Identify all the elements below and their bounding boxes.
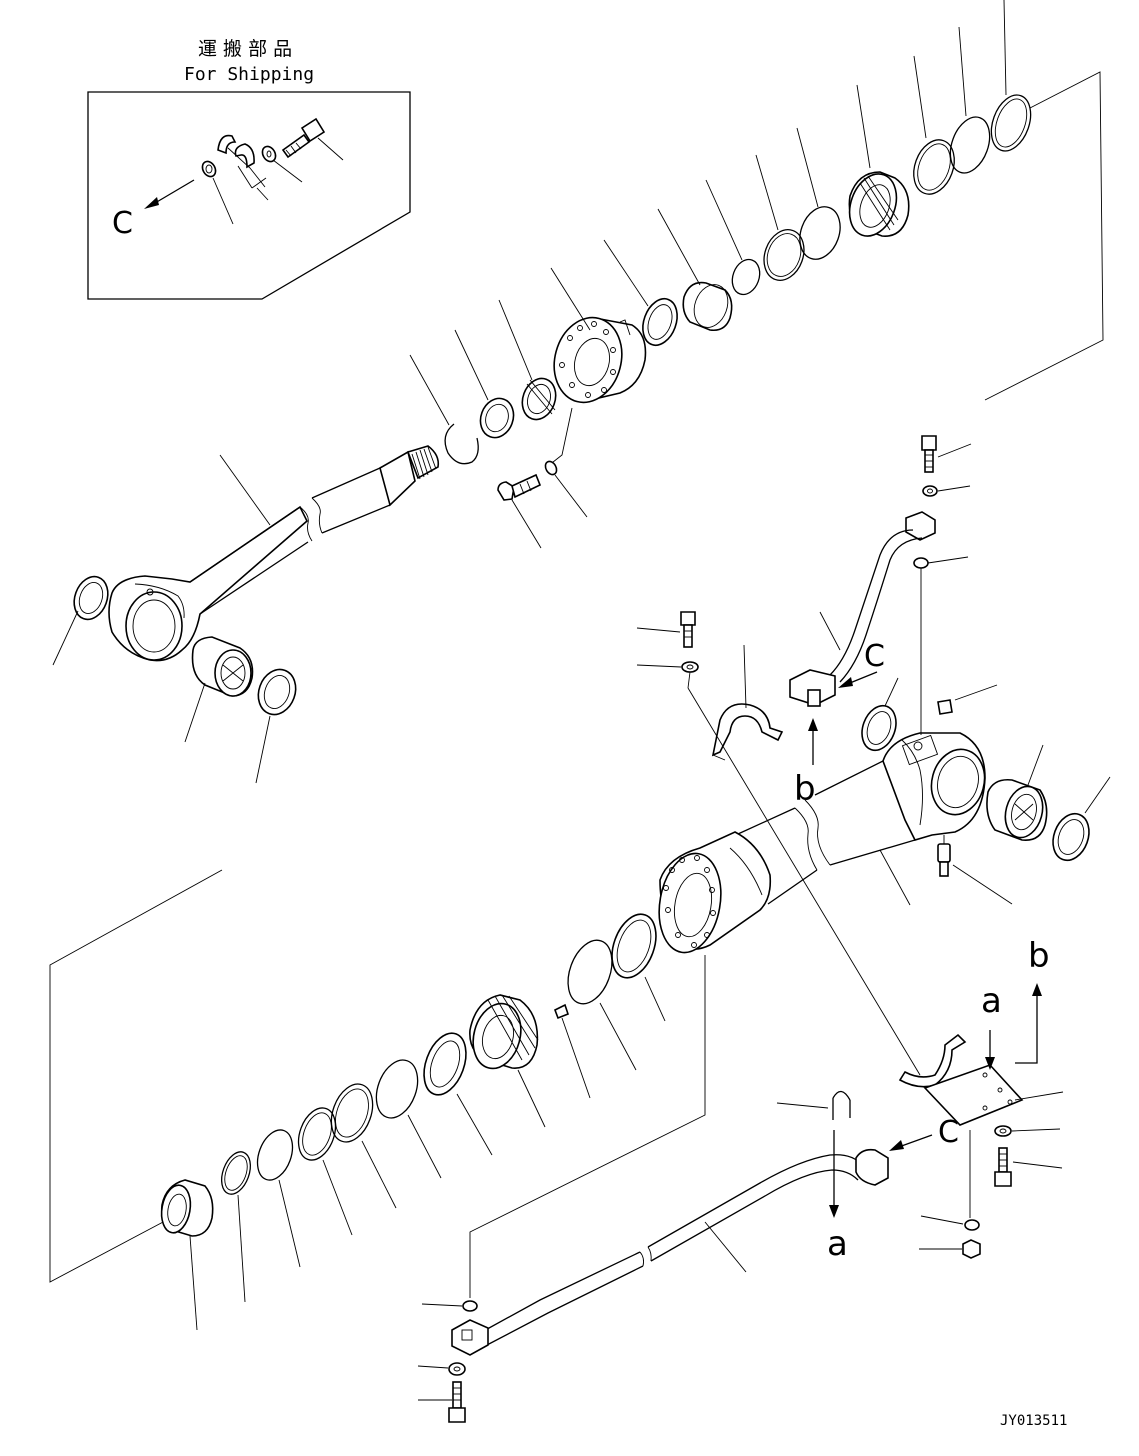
- nut-washer: [964, 1219, 980, 1231]
- plug: [937, 699, 953, 715]
- shipping-bolt: [281, 117, 326, 159]
- pipe-o-ring-lower: [462, 1300, 478, 1312]
- bracket-plate: [923, 1064, 1024, 1126]
- cushion-ring-2: [611, 913, 657, 979]
- callout-b-upper: b: [794, 718, 818, 809]
- tube-bushing: [986, 778, 1048, 842]
- cushion-ring-1: [567, 939, 613, 1005]
- piston-ring: [990, 94, 1032, 152]
- pipe-washer-lower: [448, 1362, 466, 1376]
- head-bolt: [497, 473, 542, 501]
- snap-ring-small: [731, 258, 761, 296]
- pipe-clamp-upper: [711, 703, 784, 761]
- svg-text:C: C: [864, 639, 885, 674]
- svg-text:a: a: [981, 981, 1002, 1021]
- svg-text:b: b: [1028, 936, 1050, 976]
- lower-pipe: [451, 1148, 889, 1356]
- shipping-title-jp: 運 搬 部 品: [198, 38, 292, 60]
- piston-ring-lower: [423, 1032, 467, 1096]
- cylinder-head: [553, 316, 647, 404]
- pipe-clamp-lower: [898, 1033, 967, 1088]
- shipping-split-collar: [217, 134, 267, 189]
- o-ring-1: [763, 229, 805, 281]
- snap-ring: [444, 423, 479, 465]
- piston: [848, 171, 910, 237]
- bushing-ring: [642, 297, 678, 347]
- piston-wear-ring-1: [330, 1083, 374, 1143]
- rod-dust-seal-left: [73, 575, 109, 621]
- shipping-parts-box: 運 搬 部 品 For Shipping: [87, 38, 411, 300]
- shipping-o-ring: [201, 160, 217, 178]
- callout-a-lower: a: [827, 1130, 848, 1264]
- clamp-bolt: [680, 611, 696, 648]
- shipping-box-outline: [87, 91, 411, 300]
- drawing-code: JY013511: [1000, 1413, 1067, 1429]
- tube-dust-seal-left: [861, 704, 897, 752]
- pipe-washer-upper: [922, 485, 938, 497]
- assembly-bracket-upper: [984, 71, 1104, 401]
- o-ring-2: [799, 206, 841, 260]
- pipe-o-ring-upper: [913, 557, 929, 569]
- wear-ring-1: [913, 139, 955, 195]
- svg-text:b: b: [794, 769, 816, 809]
- piston-seal-ring-2: [256, 1129, 294, 1181]
- callout-a-upper: a: [981, 981, 1002, 1070]
- piston-seal-ring-3: [297, 1107, 337, 1161]
- u-bolt: [832, 1090, 851, 1120]
- piston-wear-ring-2: [375, 1059, 419, 1119]
- piston-nut: [160, 1179, 214, 1237]
- upper-pipe: [789, 511, 936, 707]
- svg-text:C: C: [938, 1115, 959, 1150]
- pipe-bolt-lower: [448, 1381, 466, 1423]
- svg-text:a: a: [827, 1224, 848, 1264]
- plate-bolt: [994, 1147, 1012, 1187]
- set-screw: [553, 1003, 569, 1020]
- assembly-bracket-lower: [49, 869, 223, 1283]
- piston-rod: [108, 445, 440, 662]
- shipping-title-en: For Shipping: [184, 64, 314, 85]
- callout-c-lower: C: [889, 1115, 959, 1151]
- clamp-washer: [681, 661, 699, 673]
- callout-b-lower: b: [1015, 936, 1050, 1064]
- svg-text:C: C: [112, 206, 133, 241]
- grease-fitting: [937, 835, 951, 877]
- cylinder-tube: [658, 732, 986, 954]
- plate-nut: [962, 1239, 981, 1259]
- shipping-washer: [261, 145, 277, 163]
- piston-lower: [469, 994, 539, 1070]
- callout-c-upper: C: [838, 639, 885, 688]
- piston-seal-ring-1: [221, 1151, 251, 1195]
- plate-washer: [994, 1125, 1012, 1137]
- head-washer: [544, 460, 558, 476]
- rod-dust-seal-right: [257, 668, 297, 716]
- buffer-ring: [479, 397, 515, 439]
- pipe-bolt-upper: [921, 435, 937, 473]
- shipping-callout-c: C: [112, 179, 195, 241]
- wear-ring-2: [949, 116, 991, 174]
- rod-bushing: [191, 636, 254, 697]
- tube-dust-seal-right: [1052, 812, 1090, 862]
